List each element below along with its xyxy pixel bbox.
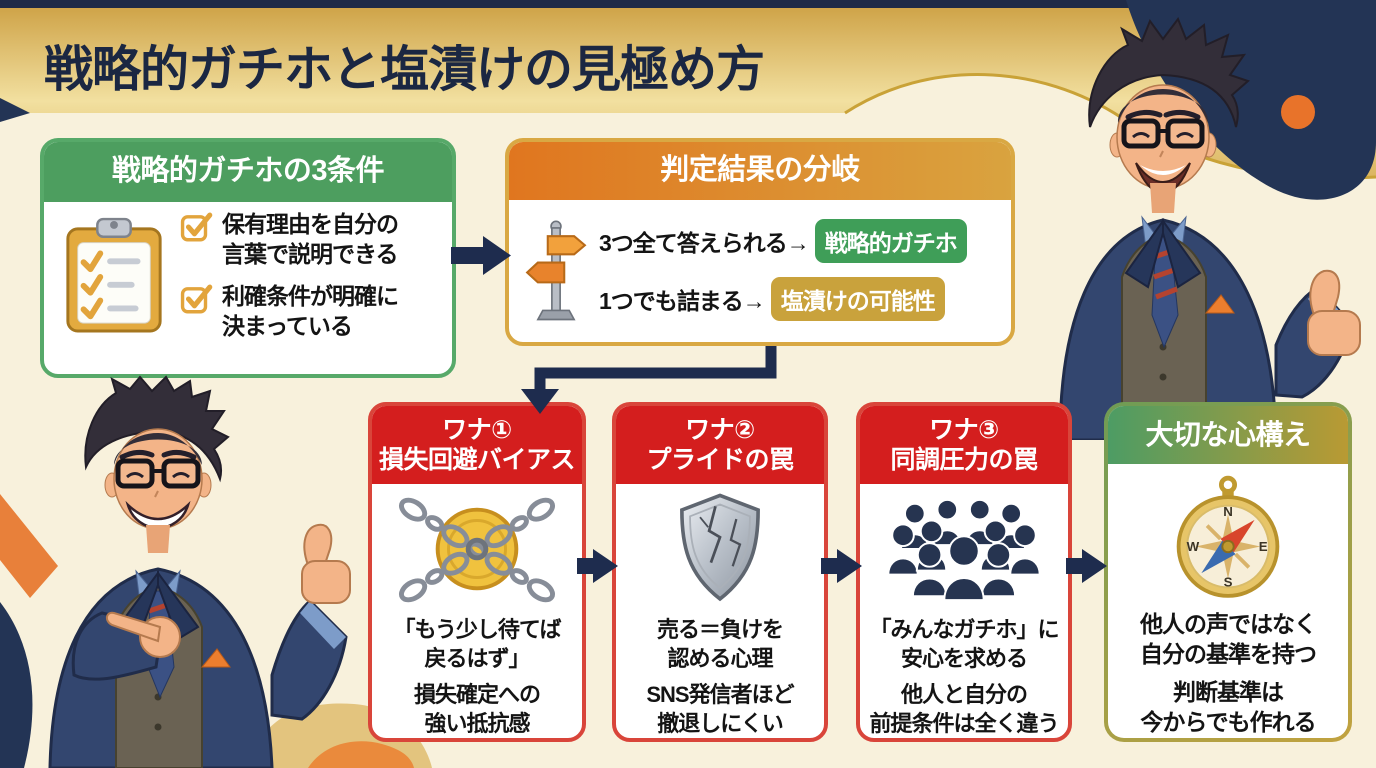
mindset-box-inner: 大切な心構え N E S W 他人の声ではなく 自分の基 — [1108, 406, 1348, 738]
branch-result-badge: 戦略的ガチホ — [814, 219, 967, 263]
trap-box-1-text2: 損失確定への 強い抵抗感 — [413, 682, 541, 736]
trap-box-3-text2: 他人と自分の 前提条件は全く違う — [869, 682, 1059, 736]
checkbox-check-icon — [180, 212, 213, 242]
crowd-icon — [887, 498, 1041, 602]
condition-item: 利確条件が明確に 決まっている — [180, 282, 399, 342]
orange-dot — [1281, 95, 1315, 129]
banner-navy-wedge — [0, 98, 30, 122]
branch-box-body: 3つ全て答えられる→ 戦略的ガチホ 1つでも詰まる→ 塩漬けの可能性 — [509, 200, 1011, 340]
mindset-box-header: 大切な心構え — [1108, 406, 1348, 464]
condition-text: 利確条件が明確に 決まっている — [222, 282, 399, 339]
conditions-box-header: 戦略的ガチホの3条件 — [44, 142, 452, 202]
page-title: 戦略的ガチホと塩漬けの見極め方 — [44, 43, 765, 97]
compass-s-label: S — [1224, 574, 1233, 589]
conditions-box: 戦略的ガチホの3条件 保有理由を自 — [40, 138, 456, 378]
branch-box-header: 判定結果の分岐 — [509, 142, 1011, 200]
trap-box-2-text2: SNS発信者ほど 撤退しにくい — [646, 682, 794, 736]
trap-box-2: ワナ② プライドの罠 売る＝負けを 認める心理 SNS発信者ほど 撤退しにくい — [612, 402, 828, 742]
branch-result-badge: 塩漬けの可能性 — [770, 277, 945, 321]
branch-row: 3つ全て答えられる→ 戦略的ガチホ — [599, 219, 967, 263]
mindset-text2: 判断基準は 今からでも作れる — [1140, 678, 1316, 735]
compass-w-label: W — [1187, 539, 1200, 554]
bottom-left-navy-blob — [0, 602, 33, 768]
chained-coin-icon — [399, 497, 555, 603]
condition-item: 保有理由を自分の 言葉で説明できる — [180, 210, 399, 270]
trap-box-1-text1: 「もう少し待てば 戻るはず」 — [393, 617, 562, 671]
conditions-box-body: 保有理由を自分の 言葉で説明できる 利確条件が明確に 決まっている — [44, 202, 452, 350]
trap-box-3: ワナ③ 同調圧力の罠 「みんなガチホ」に 安心を求める 他人 — [856, 402, 1072, 742]
bottom-orange-accent — [308, 741, 414, 768]
branch-rows: 3つ全て答えられる→ 戦略的ガチホ 1つでも詰まる→ 塩漬けの可能性 — [599, 219, 967, 321]
compass-e-label: E — [1259, 539, 1268, 554]
branch-label: 3つ全て答えられる→ — [599, 230, 810, 256]
mindset-box-body: N E S W 他人の声ではなく 自分の基準を持つ 判断基準は 今からでも作れる — [1108, 464, 1348, 738]
compass-n-label: N — [1223, 504, 1233, 519]
trap-box-1: ワナ① 損失回避バイアス — [368, 402, 586, 742]
mindset-text1: 他人の声ではなく 自分の基準を持つ — [1140, 611, 1317, 667]
trap-box-3-header: ワナ③ 同調圧力の罠 — [860, 406, 1068, 484]
businessman-pointing — [48, 375, 351, 768]
trap-box-2-body: 売る＝負けを 認める心理 SNS発信者ほど 撤退しにくい — [616, 484, 824, 738]
left-orange-stripe — [0, 494, 58, 598]
condition-text: 保有理由を自分の 言葉で説明できる — [222, 211, 399, 267]
cracked-shield-icon — [680, 493, 760, 602]
trap-box-1-header: ワナ① 損失回避バイアス — [372, 406, 582, 484]
trap-box-2-text1: 売る＝負けを 認める心理 — [656, 617, 784, 671]
conditions-list: 保有理由を自分の 言葉で説明できる 利確条件が明確に 決まっている — [180, 210, 399, 342]
branch-row: 1つでも詰まる→ 塩漬けの可能性 — [599, 277, 967, 321]
trap-box-3-text1: 「みんなガチホ」に 安心を求める — [869, 617, 1059, 671]
trap-box-1-body: 「もう少し待てば 戻るはず」 損失確定への 強い抵抗感 — [372, 484, 582, 738]
branch-box: 判定結果の分岐 3つ全て答えられる→ 戦略的ガチホ 1つでも詰まる→ 塩漬けの可… — [505, 138, 1015, 346]
businessman-thumbs-up — [1058, 16, 1361, 440]
branch-label: 1つでも詰まる→ — [599, 288, 766, 314]
mindset-box: 大切な心構え N E S W 他人の声ではなく 自分の基 — [1104, 402, 1352, 742]
trap-box-3-body: 「みんなガチホ」に 安心を求める 他人と自分の 前提条件は全く違う — [860, 484, 1068, 738]
compass-icon: N E S W — [1176, 475, 1280, 598]
clipboard-checklist-icon — [66, 217, 162, 333]
trap-box-2-header: ワナ② プライドの罠 — [616, 406, 824, 484]
checkbox-check-icon — [180, 284, 213, 314]
signpost-icon — [525, 220, 587, 321]
